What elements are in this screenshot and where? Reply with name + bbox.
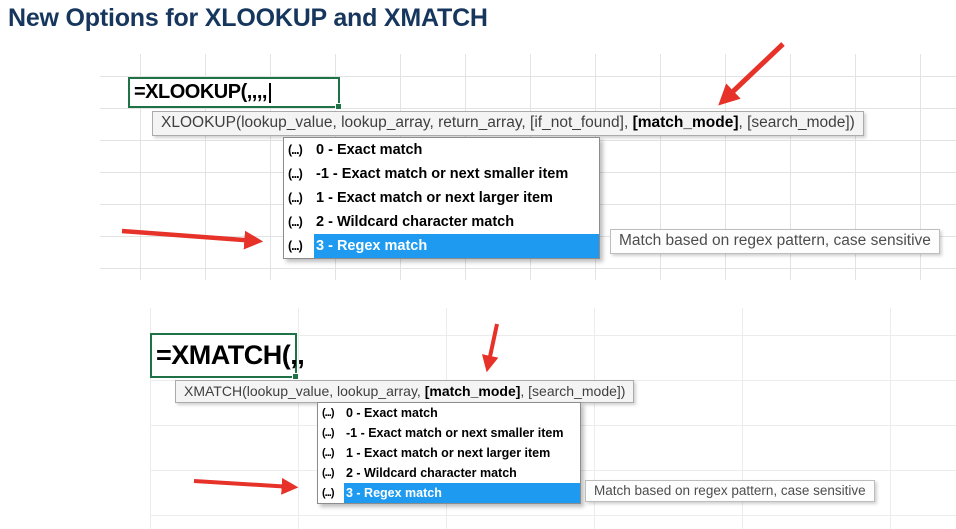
text-cursor xyxy=(268,82,271,103)
enum-values-icon: (...) xyxy=(322,407,335,419)
dropdown-item[interactable]: (...) 0 - Exact match xyxy=(284,138,599,162)
formula-text-xlookup: =XLOOKUP(,,,, xyxy=(134,81,267,103)
enum-values-icon: (...) xyxy=(288,215,303,229)
dropdown-item[interactable]: (...) 0 - Exact match xyxy=(318,403,580,423)
dropdown-item-label: 0 - Exact match xyxy=(316,141,423,158)
fill-handle[interactable] xyxy=(335,103,342,110)
dropdown-item-label: -1 - Exact match or next smaller item xyxy=(316,165,569,182)
dropdown-item[interactable]: (...) 1 - Exact match or next larger ite… xyxy=(284,186,599,210)
fill-handle[interactable] xyxy=(292,373,299,380)
dropdown-item-label: 2 - Wildcard character match xyxy=(346,465,517,480)
signature-suffix: , [search_mode]) xyxy=(520,383,626,399)
dropdown-item[interactable]: (...) -1 - Exact match or next smaller i… xyxy=(284,162,599,186)
function-signature-tooltip-xmatch: XMATCH(lookup_value, lookup_array, [matc… xyxy=(175,380,635,403)
dropdown-item-label: 0 - Exact match xyxy=(346,405,438,420)
enum-values-icon: (...) xyxy=(288,143,303,157)
enum-values-icon: (...) xyxy=(288,191,303,205)
match-mode-dropdown-xlookup: (...) 0 - Exact match (...) -1 - Exact m… xyxy=(283,137,600,259)
dropdown-item-label: 3 - Regex match xyxy=(314,234,599,258)
enum-values-icon: (...) xyxy=(322,447,335,459)
formula-text-xmatch: =XMATCH(,, xyxy=(156,340,305,370)
signature-prefix: XMATCH(lookup_value, lookup_array, xyxy=(184,383,425,399)
signature-current-arg: [match_mode] xyxy=(424,383,521,399)
dropdown-item-label: 1 - Exact match or next larger item xyxy=(316,189,553,206)
regex-match-tooltip-xlookup: Match based on regex pattern, case sensi… xyxy=(610,229,940,254)
slide-title: New Options for XLOOKUP and XMATCH xyxy=(8,4,488,32)
dropdown-item-label: 3 - Regex match xyxy=(344,483,580,503)
dropdown-item[interactable]: (...) 1 - Exact match or next larger ite… xyxy=(318,443,580,463)
signature-suffix: , [search_mode]) xyxy=(738,114,855,131)
formula-cell-xmatch[interactable]: =XMATCH(,, xyxy=(150,333,305,380)
dropdown-item[interactable]: (...) -1 - Exact match or next smaller i… xyxy=(318,423,580,443)
signature-prefix: XLOOKUP(lookup_value, lookup_array, retu… xyxy=(161,114,633,131)
enum-values-icon: (...) xyxy=(288,167,303,181)
dropdown-item-label: 1 - Exact match or next larger item xyxy=(346,445,551,460)
dropdown-item[interactable]: (...) 2 - Wildcard character match xyxy=(318,463,580,483)
dropdown-item-label: 2 - Wildcard character match xyxy=(316,213,515,230)
enum-values-icon: (...) xyxy=(322,427,335,439)
regex-match-tooltip-xmatch: Match based on regex pattern, case sensi… xyxy=(585,480,875,502)
dropdown-item[interactable]: (...) 3 - Regex match xyxy=(284,234,599,258)
enum-values-icon: (...) xyxy=(288,239,303,253)
match-mode-dropdown-xmatch: (...) 0 - Exact match (...) -1 - Exact m… xyxy=(317,402,581,504)
enum-values-icon: (...) xyxy=(322,467,335,479)
signature-current-arg: [match_mode] xyxy=(632,114,739,131)
dropdown-item[interactable]: (...) 3 - Regex match xyxy=(318,483,580,503)
dropdown-item[interactable]: (...) 2 - Wildcard character match xyxy=(284,210,599,234)
enum-values-icon: (...) xyxy=(322,487,335,499)
function-signature-tooltip-xlookup: XLOOKUP(lookup_value, lookup_array, retu… xyxy=(152,111,864,136)
formula-cell-xlookup[interactable]: =XLOOKUP(,,,, xyxy=(128,77,342,110)
dropdown-item-label: -1 - Exact match or next smaller item xyxy=(346,425,564,440)
